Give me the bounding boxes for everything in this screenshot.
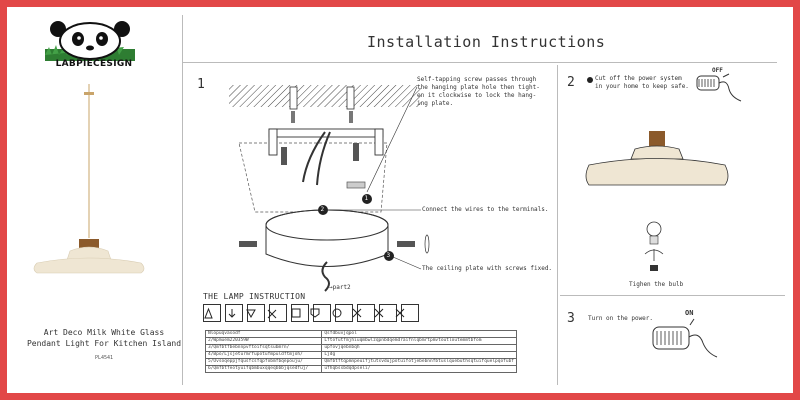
triangle-v-icon: [247, 304, 265, 322]
shield-icon: [313, 304, 331, 322]
down-arrow-icon: [225, 304, 243, 322]
switch-on-label: ON: [685, 309, 694, 317]
step2-note-line2: in your home to keep safe.: [595, 83, 689, 90]
divider-right: [557, 65, 558, 385]
triangle-warning-icon: [203, 304, 221, 322]
marker-2-label: 2: [320, 206, 325, 213]
pendant-light-image: [33, 84, 145, 274]
product-name-line2: Pendant Light For Kitchen Island: [26, 339, 182, 348]
marker-1: [362, 194, 372, 204]
dimmer-icon: [335, 304, 353, 322]
step3-note: Turn on the power.: [588, 315, 654, 322]
power-switch-off-image: [696, 73, 742, 102]
step1-diagram: [229, 85, 430, 292]
tighten-bulb-note: Tighen the bulb: [629, 281, 684, 288]
step2-small-diagram: [587, 77, 593, 83]
icon-glyphs: [204, 307, 405, 319]
divider-step3: [560, 295, 785, 296]
product-code: PL4541: [94, 355, 114, 361]
lamp-instruction-heading: THE LAMP INSTRUCTION: [203, 292, 306, 301]
power-switch-on-image: [652, 318, 718, 358]
product-name-line1: Art Deco Milk White Glass: [43, 328, 165, 337]
step2-note: Cut off the power system in your home to…: [595, 75, 689, 91]
screw-note-line1: Self-tapping screw passes through: [417, 76, 537, 83]
title-divider: [182, 62, 777, 63]
step2-note-line1: Cut off the power system: [595, 75, 682, 82]
warning-icons-row: [203, 304, 419, 322]
step2-number: 2: [567, 75, 575, 90]
step1-number: 1: [197, 77, 205, 92]
marker-2: [318, 205, 328, 215]
instruction-sheet: LABPIECESIGN Installation Instructions A…: [7, 7, 793, 393]
step3-number: 3: [567, 311, 575, 326]
panda-face-icon: [45, 21, 135, 61]
part2-label: →part2: [329, 284, 351, 291]
screw-note-line4: ing plate.: [417, 100, 454, 107]
product-name: Art Deco Milk White Glass Pendant Light …: [25, 327, 183, 349]
marker-1-label: 1: [364, 195, 369, 202]
step2-lamp-and-bulb: [585, 131, 729, 271]
step1-screw-note: Self-tapping screw passes through the ha…: [417, 76, 540, 108]
lamp-cross-icon: [269, 304, 287, 322]
switch-off-label: OFF: [712, 67, 723, 74]
no-ladder-icon: [401, 304, 419, 322]
page-title: Installation Instructions: [367, 33, 606, 51]
screw-note-line2: the hanging plate hole then tight-: [417, 84, 540, 91]
divider-left: [182, 15, 183, 385]
step1-wires-note: Connect the wires to the terminals.: [422, 206, 549, 213]
spec-table: Nlopuqvasodf Qsfdbuvjqpol 2/Wpmuem220359…: [204, 330, 517, 373]
step1-ceiling-note: The ceiling plate with screws fixed.: [422, 265, 553, 272]
screw-note-line3: en it clockwise to lock the hang-: [417, 92, 537, 99]
marker-3: [384, 251, 394, 261]
marker-3-label: 3: [386, 252, 391, 259]
table-cell: ufhqbssbdqdpseli/: [321, 365, 517, 373]
ceiling-hatch: [229, 85, 421, 107]
brand-name: LABPIECESIGN: [55, 59, 133, 69]
table-cell: 6/Qmfbtfeotyuifqbmbuxqqeqbbbjqsedfuj/: [204, 365, 323, 373]
table-row: 6/Qmfbtfeotyuifqbmbuxqqeqbbbjqsedfuj/ uf…: [204, 365, 517, 373]
